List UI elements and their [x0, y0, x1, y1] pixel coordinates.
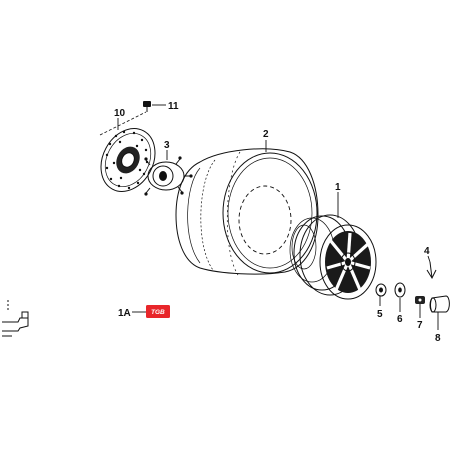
- disc-bolt: [143, 101, 151, 112]
- callout-4: 4: [424, 246, 430, 257]
- lug-nut: [415, 296, 425, 304]
- callout-10: 10: [114, 108, 126, 119]
- callout-5: 5: [377, 309, 383, 320]
- wheel-hub: [144, 156, 193, 196]
- callout-11: 11: [168, 101, 179, 112]
- bracket-fragment: [2, 300, 29, 337]
- spacer: [394, 282, 406, 298]
- callout-8: 8: [435, 333, 441, 344]
- callout-7: 7: [417, 320, 423, 331]
- tgb-badge: TGB: [146, 305, 170, 318]
- hub-cap: [429, 295, 450, 313]
- badge-label: TGB: [151, 309, 165, 316]
- alignment-line: [99, 111, 147, 136]
- callout-3: 3: [164, 140, 170, 151]
- wheel-rim: [289, 214, 377, 300]
- valve-stem: [426, 261, 437, 280]
- brake-disc: [100, 128, 156, 192]
- leader-lines: [117, 104, 439, 330]
- callout-1a: 1A: [118, 308, 131, 319]
- badge-background: [146, 305, 170, 318]
- tire: [175, 148, 319, 276]
- callout-2: 2: [263, 129, 269, 140]
- callout-1: 1: [335, 182, 341, 193]
- callout-6: 6: [397, 314, 403, 325]
- washer: [375, 283, 387, 297]
